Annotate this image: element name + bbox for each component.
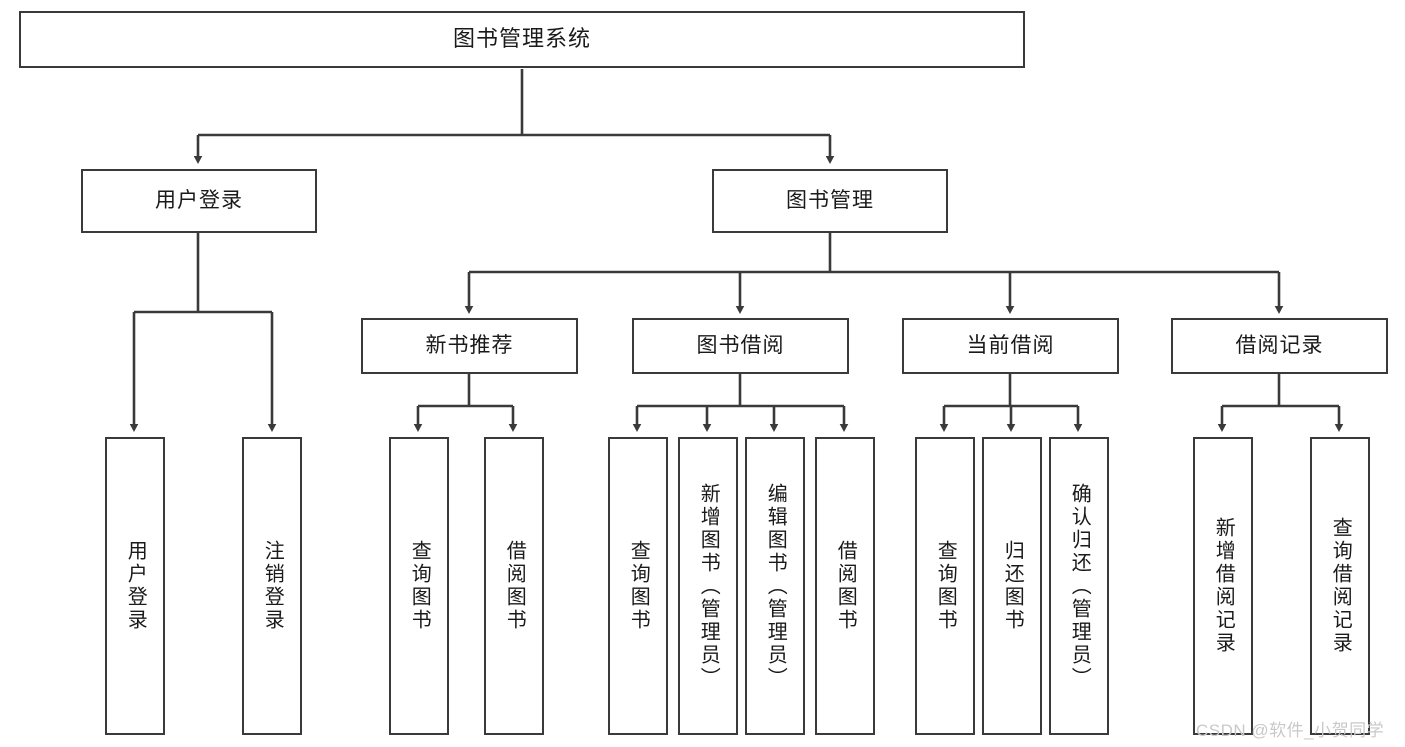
node-label: 图书管理 (786, 189, 874, 213)
node-label: 确认归还（管理员） (1068, 482, 1091, 690)
leaf-logout-login[interactable]: 注销登录 (242, 437, 302, 735)
node-root-book-management-system[interactable]: 图书管理系统 (19, 11, 1025, 68)
node-label: 图书管理系统 (452, 26, 591, 52)
node-label: 当前借阅 (966, 334, 1055, 358)
node-label: 查询图书 (627, 540, 650, 632)
leaf-query-book-borrow[interactable]: 查询图书 (608, 437, 668, 735)
csdn-watermark: CSDN @软件_小贺同学 (1196, 721, 1385, 740)
node-label: 用户登录 (155, 189, 243, 213)
leaf-borrow-book[interactable]: 借阅图书 (815, 437, 875, 735)
node-user-login[interactable]: 用户登录 (81, 169, 317, 233)
leaf-return-book[interactable]: 归还图书 (982, 437, 1042, 735)
leaf-query-borrow-record[interactable]: 查询借阅记录 (1310, 437, 1370, 735)
node-label: 新增图书（管理员） (697, 482, 720, 690)
node-book-borrow[interactable]: 图书借阅 (632, 318, 849, 374)
leaf-add-book-admin[interactable]: 新增图书（管理员） (678, 437, 738, 735)
node-label: 借阅图书 (834, 540, 857, 632)
node-current-borrow[interactable]: 当前借阅 (902, 318, 1119, 374)
node-label: 借阅记录 (1235, 334, 1324, 358)
node-label: 查询图书 (934, 540, 957, 632)
node-label: 归还图书 (1001, 540, 1024, 632)
node-label: 新书推荐 (425, 334, 514, 358)
leaf-query-book-new-rec[interactable]: 查询图书 (389, 437, 449, 735)
node-label: 新增借阅记录 (1212, 517, 1235, 655)
node-label: 查询图书 (408, 540, 431, 632)
node-book-management[interactable]: 图书管理 (712, 169, 948, 233)
node-borrow-record[interactable]: 借阅记录 (1171, 318, 1388, 374)
node-label: 编辑图书（管理员） (764, 482, 787, 690)
leaf-confirm-return-admin[interactable]: 确认归还（管理员） (1049, 437, 1109, 735)
node-label: 借阅图书 (503, 540, 526, 632)
node-label: 图书借阅 (696, 334, 785, 358)
leaf-borrow-book-new-rec[interactable]: 借阅图书 (484, 437, 544, 735)
leaf-edit-book-admin[interactable]: 编辑图书（管理员） (745, 437, 805, 735)
node-label: 注销登录 (261, 540, 284, 632)
leaf-query-book-current[interactable]: 查询图书 (915, 437, 975, 735)
leaf-add-borrow-record[interactable]: 新增借阅记录 (1193, 437, 1253, 735)
node-label: 查询借阅记录 (1329, 517, 1352, 655)
node-new-book-recommendation[interactable]: 新书推荐 (361, 318, 578, 374)
leaf-user-login[interactable]: 用户登录 (105, 437, 165, 735)
node-label: 用户登录 (124, 540, 147, 632)
